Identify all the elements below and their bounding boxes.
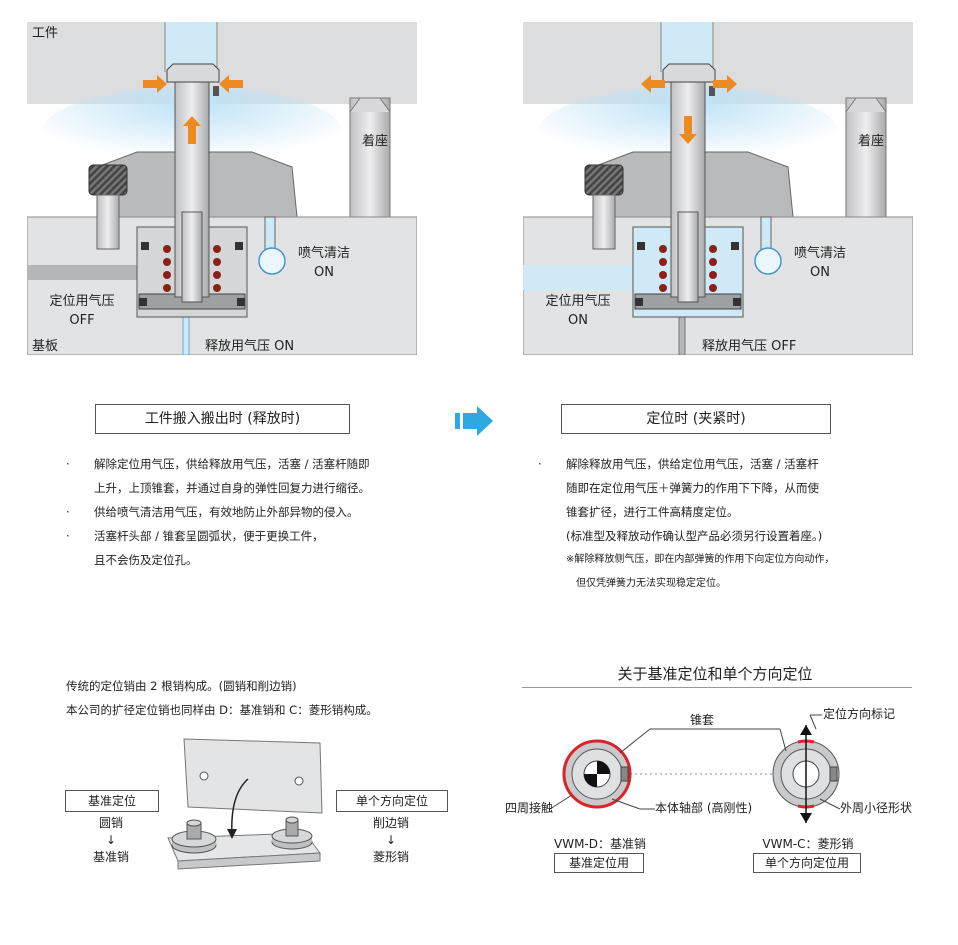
air-blow-state-right: ON [810,265,830,280]
direction-mark-label: 定位方向标记 [823,707,896,721]
seat-label-right: 着座 [858,134,885,149]
release-pressure-label: 释放用气压 ON [205,339,295,354]
down-arrow-icon: ↓ [385,833,397,847]
clamp-line-4: (标准型及释放动作确认型产品必须另行设置着座。) [566,529,823,543]
clamp-line-2: 随即在定位用气压＋弹簧力的作用下下降，从而使 [566,481,819,495]
locate-pressure-label: 定位用气压 [49,294,115,309]
outer-reduced-label: 外周小径形状 [840,801,913,815]
round-pin-label: 圆销 [98,816,123,830]
datum-pin-label: 基准销 [92,850,129,864]
locate-pressure-state: OFF [69,313,95,328]
bullet-3-line-2: 且不会伤及定位孔。 [94,553,198,567]
clamp-state-cross-section [523,22,913,355]
locate-pressure-label-right: 定位用气压 [545,294,611,309]
air-blow-label: 喷气清洁 [297,246,350,261]
clamp-line-1: 解除释放用气压，供给定位用气压，活塞 / 活塞杆 [566,457,819,471]
base-plate-label: 基板 [32,339,59,354]
air-blow-state: ON [314,265,334,280]
pin-top-views [549,714,841,823]
bullet-1-line-1: 解除定位用气压，供给释放用气压，活塞 / 活塞杆随即 [94,457,370,471]
pin-text-1: 传统的定位销由 2 根销构成。(圆销和削边销) [66,679,297,693]
clamp-note-2: 但仅凭弹簧力无法实现稳定定位。 [576,578,726,589]
clamp-line-3: 锥套扩径，进行工件高精度定位。 [566,505,739,519]
diamond-pin-label: 菱形销 [372,850,409,864]
release-bullets: ·解除定位用气压，供给释放用气压，活塞 / 活塞杆随即 上升，上顶锥套，并通过自… [66,452,370,572]
bullet-3-line-1: 活塞杆头部 / 锥套呈圆弧状，便于更换工件， [94,529,324,543]
clamp-note-1: ※解除释放侧气压，即在内部弹簧的作用下向定位方向动作， [566,554,835,565]
air-blow-label-right: 喷气清洁 [793,246,846,261]
clamp-state-title: 定位时 (夹紧时) [561,404,831,434]
cone-sleeve-label: 锥套 [690,713,715,727]
heading-divider [522,687,912,688]
bullet-1-line-2: 上升，上顶锥套，并通过自身的弹性回复力进行缩径。 [94,481,370,495]
relieved-pin-label: 削边销 [372,816,409,830]
workpiece-label: 工件 [32,26,59,41]
release-pressure-label-right: 释放用气压 OFF [702,339,797,354]
datum-locating-box: 基准定位 [65,790,159,812]
vwm-c-box: 单个方向定位用 [753,853,861,873]
two-pin-illustration [167,738,323,870]
vwm-d-label: VWM-D：基准销 [554,837,646,851]
body-shaft-label: 本体轴部 (高刚性) [655,801,753,815]
seat-label: 着座 [362,134,389,149]
bullet-2-line-1: 供给喷气清洁用气压，有效地防止外部异物的侵入。 [94,505,359,519]
pin-text-2: 本公司的扩径定位销也同样由 D：基准销和 C：菱形销构成。 [66,703,378,717]
down-arrow-icon: ↓ [105,833,117,847]
release-state-title: 工件搬入搬出时 (释放时) [95,404,350,434]
one-direction-box: 单个方向定位 [336,790,448,812]
vwm-d-box: 基准定位用 [554,853,644,873]
release-state-cross-section [27,22,417,355]
right-arrow-icon [455,406,493,436]
clamp-bullets: ·解除释放用气压，供给定位用气压，活塞 / 活塞杆 随即在定位用气压＋弹簧力的作… [538,452,834,596]
vwm-c-label: VWM-C：菱形销 [762,837,854,851]
four-contact-label: 四周接触 [505,801,554,815]
pin-explanation: 传统的定位销由 2 根销构成。(圆销和削边销) 本公司的扩径定位销也同样由 D：… [66,674,378,722]
locate-pressure-state-right: ON [568,313,588,328]
datum-section-heading: 关于基准定位和单个方向定位 [617,665,813,683]
